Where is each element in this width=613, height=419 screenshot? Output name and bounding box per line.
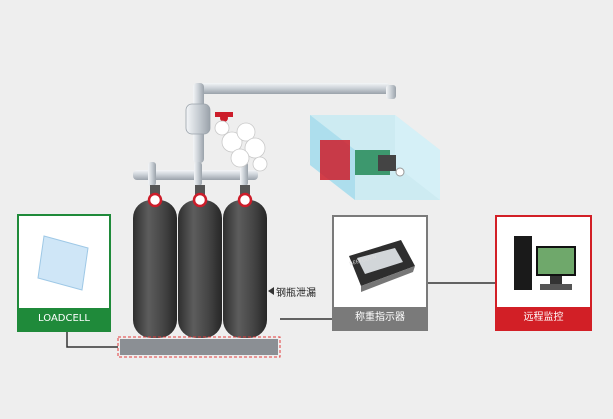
weighing-platform: [117, 336, 281, 358]
loadcell-pad-icon: [37, 235, 89, 291]
gas-leak-cloud: [214, 120, 268, 172]
cylinder-2: [178, 185, 222, 338]
cylinder-1: [133, 185, 177, 338]
monitoring-room-illustration: [310, 115, 440, 200]
computer-icon: [514, 236, 576, 290]
indicator-label: 称重指示器: [334, 307, 426, 329]
indicator-card: BEETOOEN 称重指示器: [332, 215, 428, 331]
leak-arrow-icon: [268, 287, 274, 295]
pipe-system: [133, 83, 396, 186]
loadcell-label: LOADCELL: [19, 308, 109, 330]
loadcell-card: LOADCELL: [17, 214, 111, 332]
gas-cylinders: [133, 185, 267, 338]
cylinder-3: [223, 185, 267, 338]
leak-label: 钢瓶泄漏: [276, 288, 316, 299]
remote-monitor-card: 远程监控: [495, 215, 592, 331]
weighing-indicator-device-icon: [349, 240, 415, 292]
remote-label: 远程监控: [497, 307, 590, 329]
